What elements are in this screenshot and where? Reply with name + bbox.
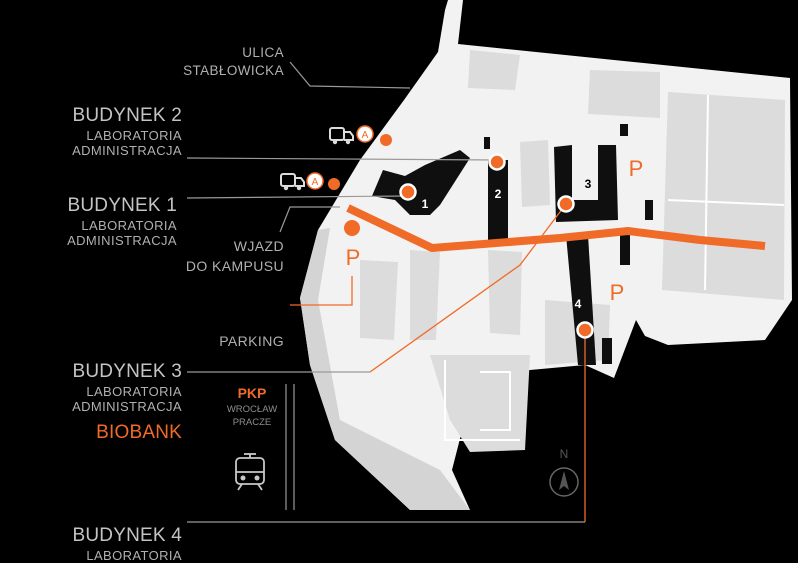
leader-street (289, 61, 411, 89)
building-title: BUDYNEK 3 (72, 361, 182, 382)
parking-label: PARKING (219, 333, 284, 349)
building-2-label: BUDYNEK 2 LABORATORIA ADMINISTRACJA (72, 106, 182, 157)
leader-lines (186, 61, 585, 523)
pkp-label: PKP (237, 385, 267, 401)
delivery-badge-2 (356, 125, 374, 143)
roof-outlines (444, 94, 785, 441)
street-label-line: STABŁOWICKA (183, 63, 284, 79)
building-line: LABORATORIA (81, 218, 177, 233)
building-number-4: 4 (575, 297, 582, 311)
leader-parking (290, 276, 353, 306)
leader-b2 (186, 157, 499, 161)
leader-biobank (369, 203, 567, 373)
building-number-1: 1 (422, 197, 429, 211)
building-number-2: 2 (495, 187, 502, 201)
marker-icon (328, 178, 340, 190)
marker-icon (576, 321, 594, 339)
station-line: WROCŁAW (226, 404, 278, 415)
building-line: LABORATORIA (86, 548, 182, 563)
building-1 (372, 150, 470, 215)
building-number-3: 3 (585, 177, 592, 191)
main-route (346, 204, 766, 252)
parking-symbol: P (629, 156, 644, 181)
building-line: LABORATORIA (86, 128, 182, 143)
parking-symbol: P (610, 280, 625, 305)
street-label: ULICA STABŁOWICKA (183, 44, 284, 80)
truck-icon (329, 127, 354, 145)
building-2 (488, 160, 508, 240)
delivery-badge-text: A (312, 177, 319, 188)
leader-entrance (279, 206, 340, 233)
marker-icon (488, 153, 506, 171)
building-3-label: BUDYNEK 3 LABORATORIA ADMINISTRACJA BIOB… (72, 362, 182, 442)
parking-symbol: P (346, 245, 361, 270)
building-1-label: BUDYNEK 1 LABORATORIA ADMINISTRACJA (67, 196, 177, 247)
biobank-label: BIOBANK (96, 422, 182, 443)
train-icon (235, 453, 265, 491)
delivery-badge-1 (306, 172, 324, 190)
delivery-badge-text: A (362, 130, 369, 141)
marker-icon (344, 220, 360, 236)
building-line: LABORATORIA (86, 384, 182, 399)
marker-icon (380, 134, 392, 146)
map-text: 1 2 3 4 A A P P P N (312, 130, 644, 461)
location-markers (328, 134, 392, 236)
building-markers (399, 153, 594, 339)
building-title: BUDYNEK 1 (67, 195, 177, 216)
marker-icon (399, 183, 417, 201)
truck-icon (280, 173, 305, 191)
station-label: PKP WROCŁAW PRACZE (222, 386, 282, 427)
building-title: BUDYNEK 2 (72, 105, 182, 126)
compass-icon (549, 467, 579, 497)
leader-b1 (186, 195, 406, 199)
station-line: PRACZE (232, 416, 272, 428)
building-line: ADMINISTRACJA (72, 143, 182, 158)
building-line: ADMINISTRACJA (67, 233, 177, 248)
entrance-label-line: WJAZD (233, 238, 284, 254)
street-label-line: ULICA (242, 45, 284, 60)
entrance-label-line: DO KAMPUSU (185, 258, 284, 275)
marker-icon (557, 195, 575, 213)
building-4-label: BUDYNEK 4 LABORATORIA (72, 526, 182, 562)
north-label: N (560, 447, 569, 461)
building-line: ADMINISTRACJA (72, 399, 182, 414)
west-road (300, 228, 470, 510)
entrance-label: WJAZD DO KAMPUSU (186, 236, 284, 277)
accent-leaders (290, 203, 586, 522)
building-title: BUDYNEK 4 (72, 525, 182, 546)
